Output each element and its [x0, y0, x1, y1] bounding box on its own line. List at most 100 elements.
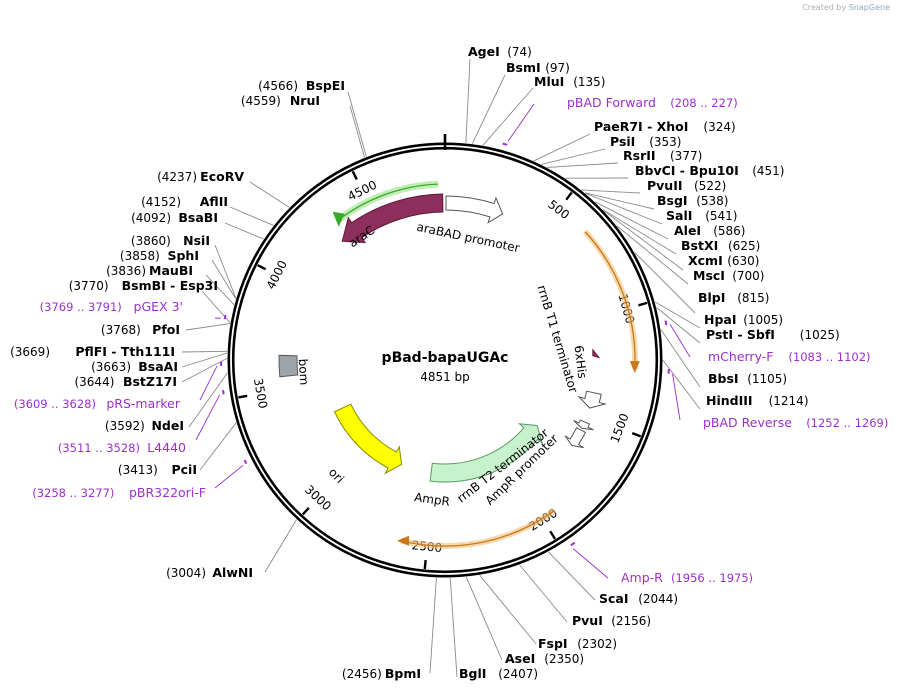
enzyme-leader-right-10: [594, 201, 669, 240]
feature-rrnb-t1-terminator: [577, 390, 607, 409]
enzyme-label-psii: PsiI: [610, 134, 635, 149]
enzyme-leader-right-22: [465, 576, 503, 661]
enzyme-leader-right-13: [616, 225, 689, 285]
primer-mark-amp-r: [570, 541, 576, 547]
enzyme-position-nrui: (4559): [241, 94, 281, 108]
feature-arac: [341, 193, 444, 244]
enzyme-leader-right-4: [541, 148, 606, 165]
primer-leader-l4440: [195, 394, 221, 441]
primer-range-pbad-reverse: (1252 .. 1269): [806, 416, 888, 430]
enzyme-label-ndei: NdeI: [151, 418, 184, 433]
enzyme-label-maubi: MauBI: [149, 263, 193, 278]
enzyme-leader-left-11: [181, 352, 228, 368]
enzyme-label-paer7i-xhoi: PaeR7I - XhoI: [594, 119, 688, 134]
feature-ampr: [429, 423, 544, 483]
enzyme-label-asei: AseI: [505, 651, 535, 666]
orange-arc-right-line: [584, 231, 636, 370]
enzyme-label-nrui: NruI: [290, 93, 320, 108]
enzyme-label-sphi: SphI: [167, 248, 199, 263]
enzyme-leader-left-10: [181, 350, 228, 353]
ruler-tick-500: [565, 191, 573, 201]
enzyme-position-hindiii: (1214): [769, 394, 809, 408]
primer-label-pbad-forward: pBAD Forward: [567, 95, 656, 110]
enzyme-label-bsabi: BsaBI: [178, 210, 218, 225]
primer-range-mcherry-f: (1083 .. 1102): [788, 350, 870, 364]
enzyme-position-pcii: (3413): [118, 463, 158, 477]
orange-arc-right-arrowhead: [629, 361, 640, 374]
feature-ampr-promoter: [564, 427, 587, 449]
primer-mark-pgex-3: [223, 314, 227, 320]
enzyme-leader-right-9: [585, 192, 663, 225]
feature-label-ori: ori: [326, 465, 347, 486]
enzyme-label-rsrii: RsrII: [623, 148, 656, 163]
ruler-tick-2500: [423, 559, 427, 570]
ruler-label-4000: 4000: [264, 258, 290, 292]
enzyme-label-bgli: BglI: [459, 666, 486, 681]
enzyme-leader-left-7: [205, 274, 235, 306]
enzyme-position-bsaai: (3663): [91, 360, 131, 374]
enzyme-leader-right-5: [547, 162, 619, 168]
enzyme-leader-left-13: [188, 372, 228, 428]
enzyme-leader-left-2: [249, 181, 290, 208]
enzyme-position-agei: (74): [507, 45, 532, 59]
enzyme-position-mlui: (135): [573, 75, 605, 89]
plasmid-length: 4851 bp: [420, 370, 470, 384]
enzyme-label-pflfi-tth111i: PflFI - Tth111I: [75, 344, 175, 359]
feature-label-arabad-promoter: araBAD promoter: [415, 220, 521, 256]
enzyme-label-bspei: BspEI: [306, 78, 345, 93]
primer-label-pbad-reverse: pBAD Reverse: [703, 415, 792, 430]
enzyme-leader-left-16: [429, 577, 437, 674]
enzyme-label-bstxi: BstXI: [681, 238, 718, 253]
primer-label-l4440: L4440: [147, 440, 186, 455]
primer-label-prs-marker: pRS-marker: [106, 396, 181, 411]
enzyme-position-bgli: (2407): [498, 667, 538, 681]
enzyme-leader-right-11: [602, 209, 677, 255]
enzyme-position-maubi: (3836): [106, 264, 146, 278]
enzyme-label-pcii: PciI: [171, 462, 197, 477]
enzyme-leader-right-7: [581, 189, 641, 194]
enzyme-position-rsrii: (377): [670, 149, 702, 163]
enzyme-label-bstz17i: BstZ17I: [123, 374, 177, 389]
enzyme-label-psti-sbfi: PstI - SbfI: [706, 327, 775, 342]
enzyme-position-psii: (353): [649, 135, 681, 149]
enzyme-position-alei: (586): [713, 224, 745, 238]
enzyme-position-nsii: (3860): [131, 234, 171, 248]
enzyme-label-mlui: MluI: [534, 74, 564, 89]
enzyme-label-bbsi: BbsI: [708, 371, 739, 386]
enzyme-leader-right-20: [519, 564, 568, 623]
enzyme-leader-left-4: [224, 222, 264, 240]
feature-label-ampr: AmpR: [413, 490, 450, 509]
enzyme-position-xcmi: (630): [727, 254, 759, 268]
enzyme-position-bpmi: (2456): [342, 667, 382, 681]
enzyme-position-sphi: (3858): [120, 249, 160, 263]
enzyme-position-psti-sbfi: (1025): [800, 328, 840, 342]
enzyme-leader-right-2: [482, 87, 534, 146]
primer-range-pgex-3: (3769 .. 3791): [40, 300, 122, 314]
enzyme-leader-right-1: [471, 74, 506, 144]
enzyme-label-bsaai: BsaAI: [138, 359, 178, 374]
enzyme-leader-right-21: [479, 574, 537, 645]
enzyme-leader-left-5: [214, 244, 237, 299]
primer-label-pgex-3: pGEX 3': [134, 299, 183, 314]
enzyme-position-scai: (2044): [638, 592, 678, 606]
primer-range-pbr322ori-f: (3258 .. 3277): [32, 486, 114, 500]
primer-label-pbr322ori-f: pBR322ori-F: [129, 485, 206, 500]
enzyme-position-pvuii: (522): [694, 179, 726, 193]
enzyme-leader-right-19: [548, 551, 596, 601]
feature-label-6xhis: 6xHis: [572, 345, 590, 380]
ruler-tick-2000: [549, 530, 556, 540]
ruler-tick-4500: [351, 170, 358, 180]
enzyme-leader-left-1: [349, 105, 365, 158]
feature-arabad-promoter: [445, 195, 504, 224]
enzyme-position-bbvci-bpu10i: (451): [752, 164, 784, 178]
enzyme-leader-left-14: [199, 422, 237, 471]
enzyme-leader-right-12: [603, 210, 684, 271]
feature-bom: [278, 354, 299, 378]
orange-arc-bottom-line: [400, 509, 555, 547]
enzyme-label-nsii: NsiI: [183, 233, 210, 248]
primer-leader-prs-marker: [199, 365, 218, 401]
ruler-label-1500: 1500: [608, 411, 632, 445]
ruler-tick-3000: [301, 507, 310, 516]
primer-mark-pbad-forward: [502, 142, 508, 146]
